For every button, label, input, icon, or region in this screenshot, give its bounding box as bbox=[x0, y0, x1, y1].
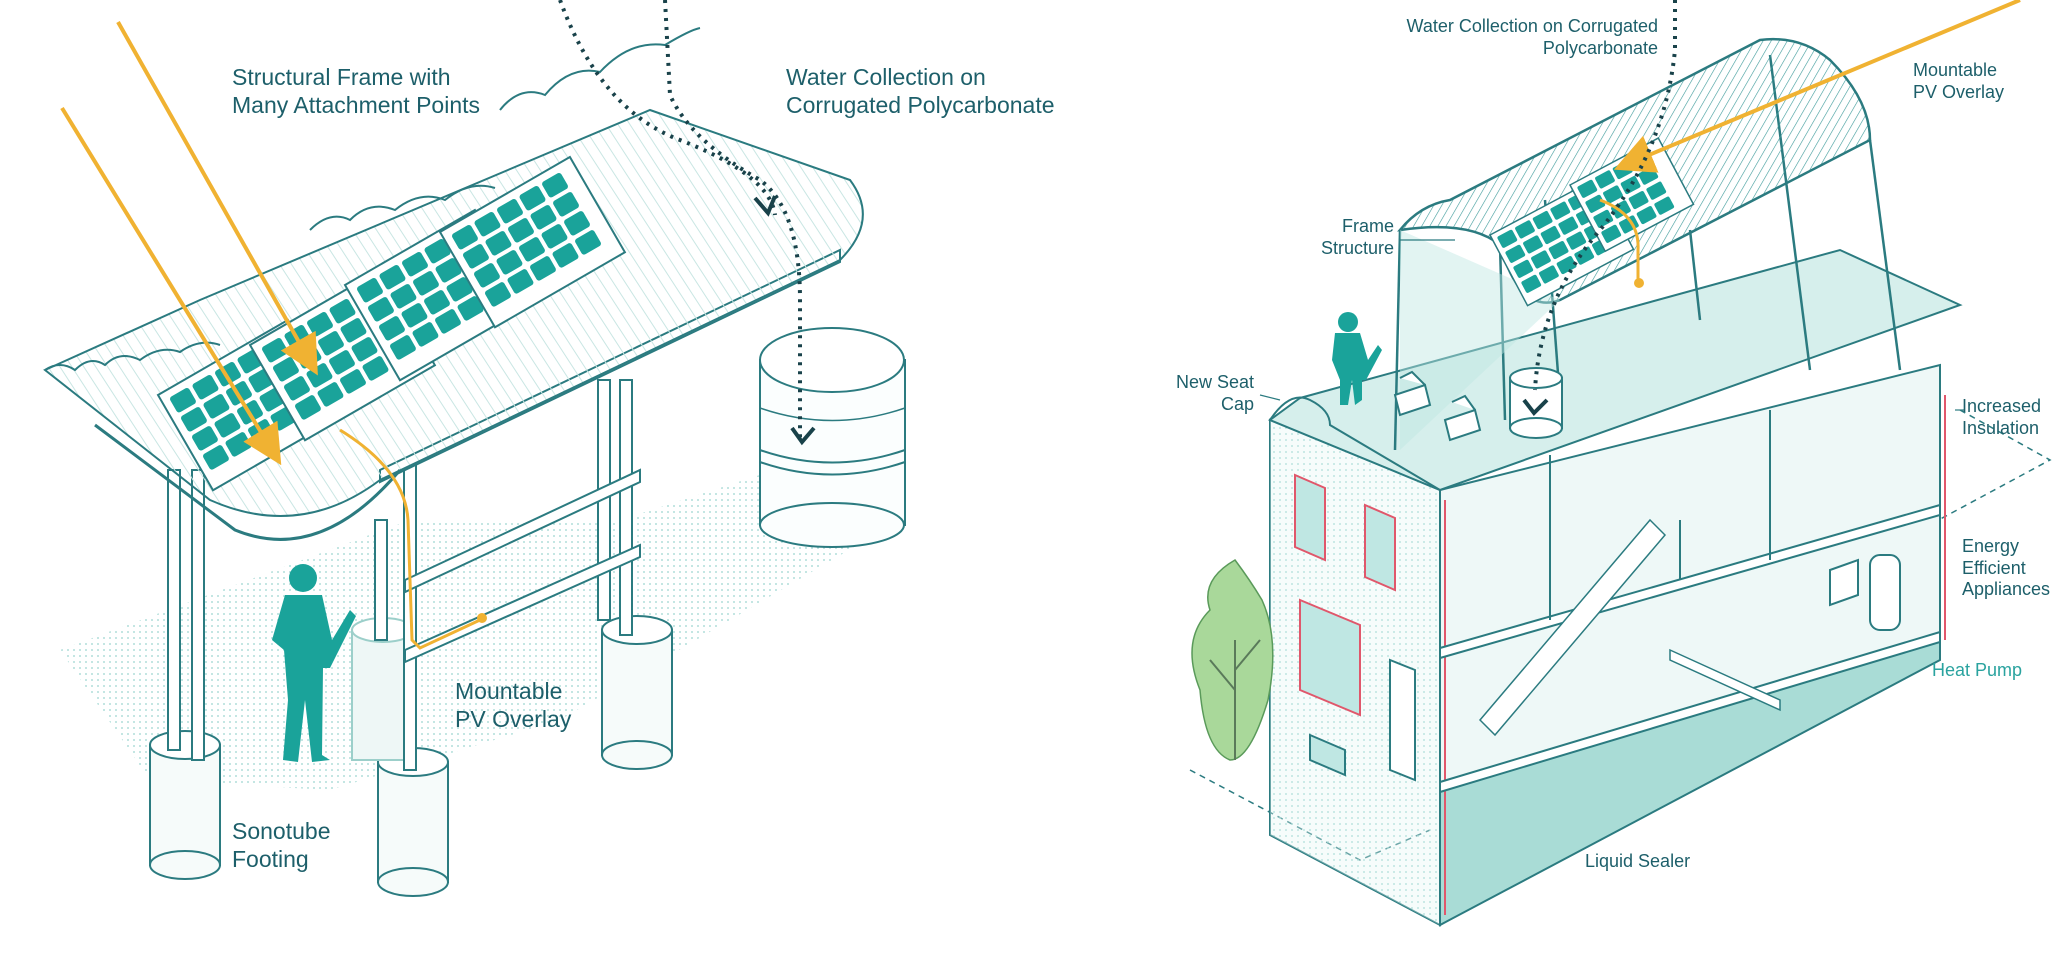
heat-pump-appliance bbox=[1829, 554, 1901, 631]
label-sonotube-footing-line-2: Footing bbox=[232, 845, 309, 872]
pv-cable-end bbox=[477, 613, 487, 623]
roof-water-arrowhead bbox=[1522, 398, 1549, 417]
label-sonotube-footing-line-1: Sonotube bbox=[232, 818, 331, 844]
label-pv-overlay-left-line-2: PV Overlay bbox=[455, 705, 572, 732]
roof-pv-panel-1 bbox=[1488, 177, 1635, 307]
label-new-seat-cap: New Seat Cap bbox=[1160, 372, 1254, 415]
sunlight-arrow-1 bbox=[60, 106, 282, 466]
label-water-collection-left: Water Collection on Corrugated Polycarbo… bbox=[786, 64, 1055, 119]
left-canopy-diagram bbox=[43, 0, 906, 897]
label-heat-pump: Heat Pump bbox=[1932, 660, 2023, 680]
roof-deck bbox=[1267, 248, 1963, 492]
stairs bbox=[1478, 518, 1781, 737]
seat-cap bbox=[1269, 396, 1441, 491]
pv-cable bbox=[339, 428, 481, 650]
label-pv-overlay-right-line-1: Mountable bbox=[1913, 60, 1998, 80]
ground-shadow bbox=[60, 430, 900, 790]
label-energy-efficient-appliances-line-3: Appliances bbox=[1962, 579, 2051, 600]
sonotube-footing-1 bbox=[149, 730, 221, 880]
label-energy-efficient-appliances-line-2: Efficient bbox=[1962, 557, 2026, 578]
interior-walls bbox=[1549, 410, 1771, 620]
label-pv-overlay-left-line-1: Mountable bbox=[455, 678, 563, 704]
sunlight-arrow-2 bbox=[116, 21, 318, 376]
person-silhouette-right bbox=[1332, 312, 1382, 405]
label-pv-overlay-right: Mountable PV Overlay bbox=[1913, 60, 2004, 103]
label-liquid-sealer: Liquid Sealer bbox=[1585, 851, 1691, 871]
roof-rain-barrel bbox=[1509, 367, 1563, 439]
person-silhouette-left bbox=[272, 564, 356, 762]
label-water-collection-left-line-1: Water Collection on bbox=[786, 64, 986, 90]
roof-pv-cable-end bbox=[1634, 278, 1644, 288]
rain-barrel bbox=[759, 327, 906, 548]
tree bbox=[1191, 559, 1274, 761]
label-sonotube-footing: Sonotube Footing bbox=[232, 818, 330, 873]
label-frame-structure-line-1: Frame bbox=[1341, 216, 1394, 236]
front-door bbox=[1389, 658, 1416, 782]
sunlight-arrow-right bbox=[1613, 0, 2021, 173]
leader-lines bbox=[1259, 239, 1965, 411]
label-new-seat-cap-line-2: Cap bbox=[1220, 393, 1254, 414]
label-frame-structure: Frame Structure bbox=[1300, 216, 1394, 259]
pv-panel-4 bbox=[438, 155, 627, 329]
roof-pv-panel-2 bbox=[1568, 137, 1695, 253]
label-new-seat-cap-line-1: New Seat bbox=[1175, 372, 1254, 392]
label-pv-overlay-left: Mountable PV Overlay bbox=[455, 678, 571, 733]
water-arrowhead-1 bbox=[753, 195, 777, 217]
label-structural-frame-line-1: Structural Frame with bbox=[232, 64, 451, 90]
label-frame-structure-line-2: Structure bbox=[1320, 237, 1394, 258]
label-energy-efficient-appliances: Energy Efficient Appliances bbox=[1962, 536, 2050, 601]
water-arrowhead-2 bbox=[790, 426, 816, 446]
ground-dashed-right bbox=[1919, 409, 2052, 531]
label-pv-overlay-right-line-2: PV Overlay bbox=[1913, 81, 2005, 102]
label-water-collection-right-line-1: Water Collection on Corrugated bbox=[1406, 16, 1658, 36]
label-structural-frame: Structural Frame with Many Attachment Po… bbox=[232, 64, 480, 119]
label-increased-insulation-line-1: Increased bbox=[1962, 396, 2042, 416]
label-structural-frame-line-2: Many Attachment Points bbox=[232, 91, 481, 118]
facade-windows bbox=[1294, 473, 1396, 777]
roof-pv-cable bbox=[1599, 198, 1640, 280]
label-energy-efficient-appliances-line-1: Energy bbox=[1962, 536, 2020, 556]
label-increased-insulation-line-2: Insulation bbox=[1962, 417, 2040, 438]
label-water-collection-left-line-2: Corrugated Polycarbonate bbox=[786, 91, 1055, 118]
right-house-diagram bbox=[1189, 0, 2052, 927]
label-increased-insulation: Increased Insulation bbox=[1962, 396, 2041, 439]
sonotube-footing-3 bbox=[601, 615, 673, 770]
label-water-collection-right-line-2: Polycarbonate bbox=[1542, 37, 1658, 58]
roof-chairs bbox=[1393, 370, 1482, 442]
label-water-collection-right: Water Collection on Corrugated Polycarbo… bbox=[1380, 16, 1658, 59]
